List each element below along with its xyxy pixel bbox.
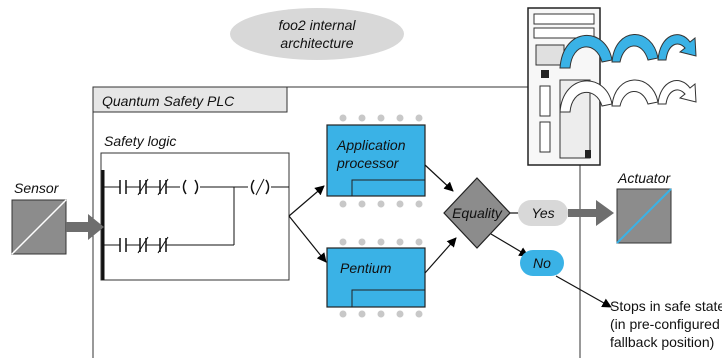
outcome-line-2: (in pre-configured [610,316,720,332]
data-flow-curves [559,34,697,113]
sensor-label: Sensor [14,180,60,196]
sensor-arrow [66,214,104,240]
yes-pill [518,200,568,226]
sensor: Sensor [11,180,104,255]
application-processor-line-1: Application [336,137,406,153]
plc-title: Quantum Safety PLC [102,93,235,109]
plc-header-box [92,86,288,113]
safe-state-outcome: Stops in safe state (in pre-configured f… [610,298,722,350]
actuator-label: Actuator [617,170,671,186]
no-path: No [490,233,612,308]
processors-to-equality-arrows [424,164,457,274]
outcome-line-3: fallback position) [610,334,714,350]
pentium-label: Pentium [340,260,392,276]
bubble-line-1: foo2 internal [278,17,356,33]
plc-boundary: Quantum Safety PLC [92,86,581,358]
bubble-line-2: architecture [280,35,353,51]
safety-logic-ladder: Safety logic [100,133,290,281]
application-processor-chip: Application processor [326,114,426,208]
yes-arrow [568,200,614,226]
logic-to-processors-arrows [288,185,327,263]
safety-logic-label: Safety logic [104,133,176,149]
application-processor-line-2: processor [336,155,400,171]
yes-path: Yes [510,200,614,226]
no-label: No [533,255,551,271]
outcome-line-1: Stops in safe state [610,298,722,314]
pentium-processor-chip: Pentium [326,238,426,318]
actuator: Actuator [616,170,672,244]
architecture-bubble: foo2 internal architecture [230,8,404,60]
yes-label: Yes [531,205,554,221]
equality-decision: Equality [443,177,511,249]
no-pill [520,250,564,276]
equality-label: Equality [452,205,503,221]
